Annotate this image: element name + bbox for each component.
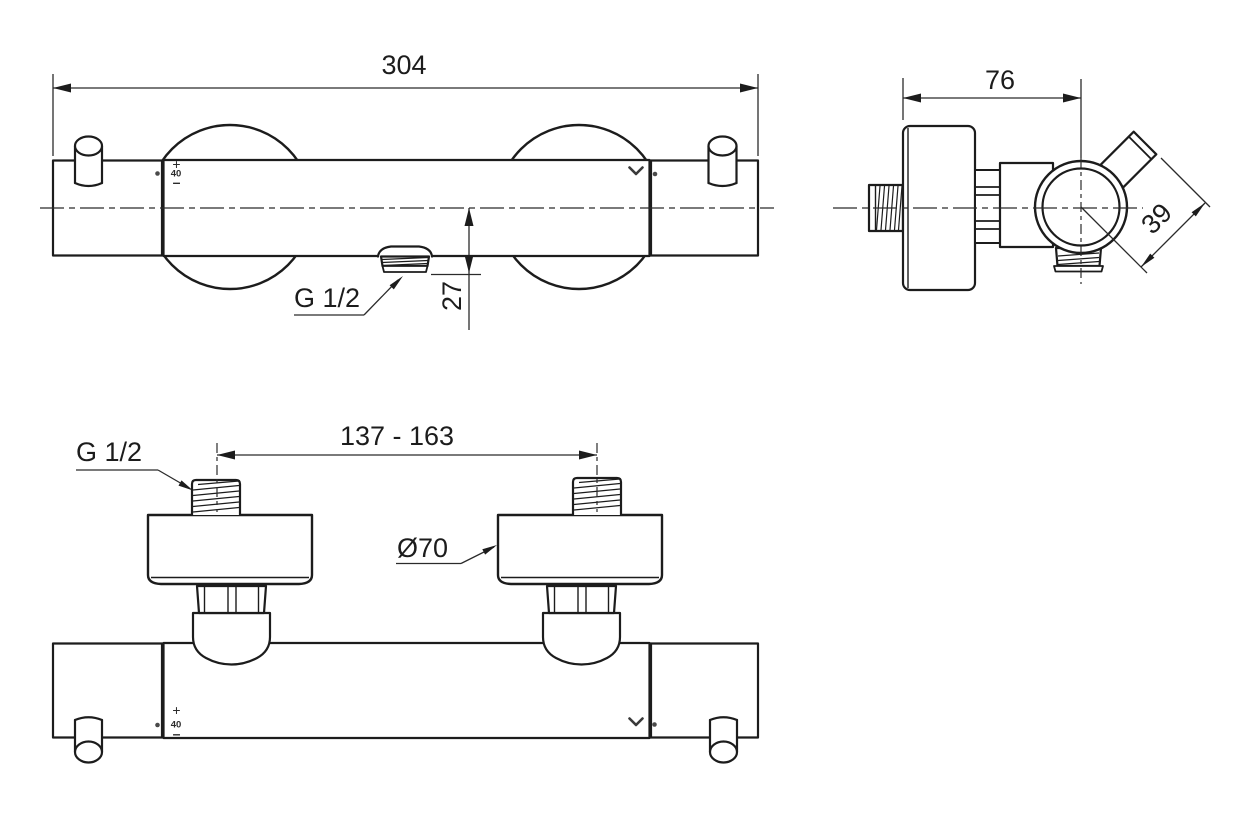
rear-view: + 40 – 137 - 163 G 1/2 Ø70: [51, 421, 760, 764]
bar-cross-section-inner: [1041, 167, 1121, 247]
temp-minus-mark: –: [173, 726, 181, 742]
outlet-stub-thread-hatching: [1057, 252, 1100, 266]
spline-section: [974, 169, 1001, 244]
end-cap-right-rear: [649, 642, 760, 739]
dim-text-inlet-centers: 137 - 163: [340, 421, 454, 451]
arrowhead-left: [903, 93, 921, 103]
inlet-thread-text: G 1/2: [76, 437, 142, 467]
leader-arrowhead: [389, 276, 403, 290]
temp-plus-mark: +: [172, 156, 180, 172]
escutcheon-diameter-callout: Ø70: [396, 533, 497, 565]
temperature-index-dot: [155, 171, 160, 176]
dim-text-overall-width: 304: [381, 50, 426, 80]
outlet-thread-callout: G 1/2: [294, 276, 403, 316]
outlet-assembly: [376, 245, 434, 273]
dimension-outlet-offset: 27: [431, 208, 481, 330]
temperature-scale-rear: + 40 –: [155, 702, 181, 742]
inlet-thread-callout: G 1/2: [76, 437, 193, 491]
handle-knob-right: [707, 135, 738, 188]
dimension-overall-width: 304: [52, 50, 759, 156]
handle-knob-left-rear: [73, 716, 104, 764]
outlet-dome: [376, 245, 434, 258]
arrowhead-left: [217, 450, 235, 460]
escutcheon-diameter-text: Ø70: [397, 533, 448, 563]
arrowhead-lower: [1141, 253, 1155, 267]
front-view: + 40 – 304 27 G 1/2: [40, 50, 774, 330]
flow-index-dot: [652, 722, 657, 727]
arrowhead-upper: [1191, 203, 1205, 217]
temp-plus-mark: +: [172, 702, 180, 718]
arrowhead-right: [1063, 93, 1081, 103]
outlet-end-face: [381, 265, 429, 273]
stud-thread-hatching-left: [192, 480, 240, 513]
flow-marking-front: [628, 166, 658, 177]
flow-direction-icon: [628, 166, 644, 176]
union-bell-right: [541, 611, 622, 666]
arrowhead-right: [740, 83, 758, 93]
inlet-stud-left: [190, 478, 242, 515]
side-view: 76 39: [833, 65, 1211, 292]
dim-text-outlet-offset: 27: [437, 281, 467, 311]
dimension-inlet-centers: 137 - 163: [217, 421, 597, 460]
temp-40-mark: 40: [171, 169, 182, 180]
temp-minus-mark: –: [173, 174, 181, 190]
end-cap-left-rear: [51, 642, 164, 739]
arrowhead-down: [464, 255, 474, 273]
flow-direction-icon: [628, 717, 644, 727]
leader-arrowhead: [178, 480, 193, 491]
escutcheon-left: [146, 513, 314, 586]
handle-knob-right-rear: [708, 716, 739, 764]
temperature-scale-front: + 40 –: [155, 156, 181, 190]
union-nut-left: [195, 584, 268, 615]
dim-text-handle-offset: 39: [1135, 197, 1177, 239]
escutcheon-right: [496, 513, 664, 586]
temp-40-mark: 40: [171, 720, 182, 731]
flow-marking-rear: [628, 717, 657, 727]
arrowhead-left: [53, 83, 71, 93]
temperature-index-dot: [155, 722, 160, 728]
outlet-thread-text: G 1/2: [294, 283, 360, 313]
flow-index-dot: [652, 171, 658, 177]
dim-text-depth: 76: [985, 65, 1015, 95]
leader-arrowhead: [482, 545, 497, 555]
dimension-depth: 76: [902, 65, 1081, 120]
union-bell-left: [191, 611, 272, 666]
arrowhead-right: [579, 450, 597, 460]
union-nut-right: [545, 584, 618, 615]
arrowhead-up: [464, 208, 474, 226]
handle-knob-left: [73, 135, 104, 188]
